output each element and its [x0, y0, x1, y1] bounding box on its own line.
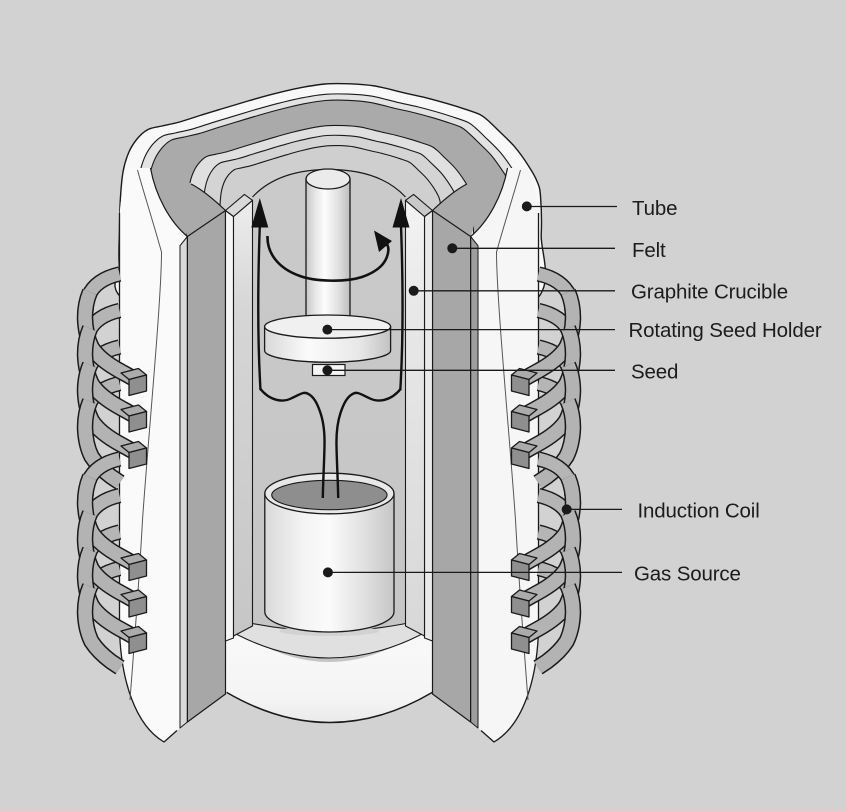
svg-text:Felt: Felt — [632, 239, 666, 262]
svg-text:Gas Source: Gas Source — [634, 563, 741, 586]
svg-text:Induction Coil: Induction Coil — [638, 500, 760, 523]
svg-text:Seed: Seed — [631, 361, 678, 384]
svg-text:Tube: Tube — [632, 197, 677, 220]
svg-text:Graphite Crucible: Graphite Crucible — [631, 281, 788, 304]
svg-text:Rotating Seed Holder: Rotating Seed Holder — [629, 319, 822, 342]
